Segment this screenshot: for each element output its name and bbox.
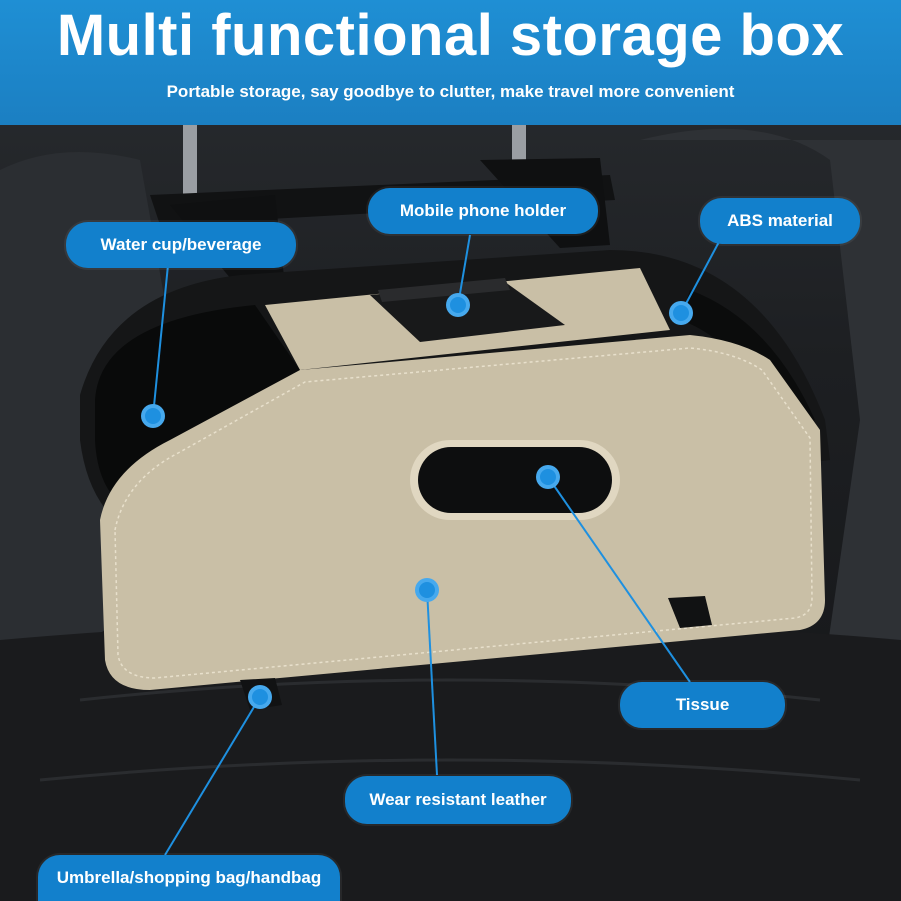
- cup-holder-marker: [141, 404, 165, 428]
- callout-phone-holder: Mobile phone holder: [368, 188, 598, 234]
- callout-umbrella-hook: Umbrella/shopping bag/handbag: [38, 855, 340, 901]
- tissue-slot: [418, 447, 612, 513]
- page-title: Multi functional storage box: [56, 3, 845, 68]
- hook-marker: [248, 685, 272, 709]
- leather-marker: [415, 578, 439, 602]
- abs-marker: [669, 301, 693, 325]
- hook-right: [668, 596, 712, 628]
- page-subtitle: Portable storage, say goodbye to clutter…: [166, 82, 735, 101]
- tissue-marker: [536, 465, 560, 489]
- callout-abs-material: ABS material: [700, 198, 860, 244]
- callout-water-cup: Water cup/beverage: [66, 222, 296, 268]
- callout-tissue: Tissue: [620, 682, 785, 728]
- headrest-post-left: [183, 125, 197, 205]
- callout-leather: Wear resistant leather: [345, 776, 571, 824]
- phone-holder-marker: [446, 293, 470, 317]
- header-banner: Multi functional storage box Portable st…: [0, 0, 901, 125]
- leader-lines: [152, 234, 721, 856]
